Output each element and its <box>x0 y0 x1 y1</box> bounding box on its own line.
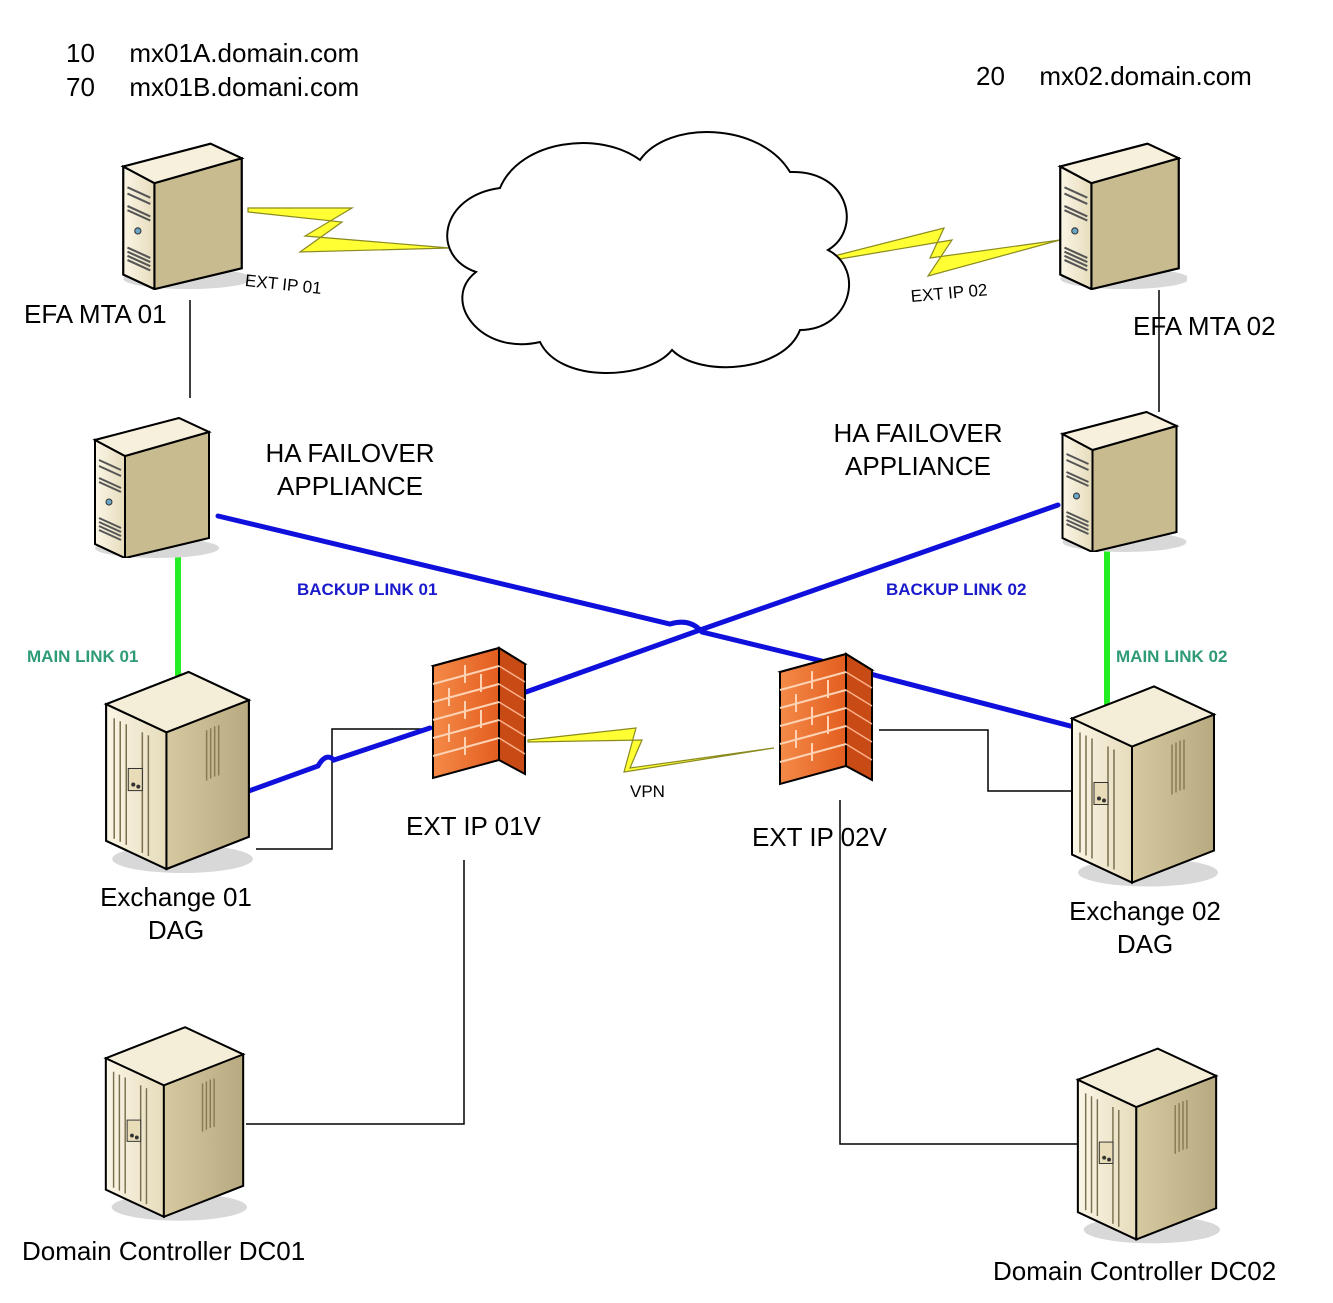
ha-appliance-02-label-line2: APPLIANCE <box>845 451 991 481</box>
backup-link-01-label: BACKUP LINK 01 <box>297 580 438 599</box>
ha-appliance-02-label: HA FAILOVER APPLIANCE <box>818 420 1018 479</box>
backup-link-02-line <box>523 502 1061 695</box>
dc01-label: Domain Controller DC01 <box>22 1236 306 1266</box>
mx-record-right-1: 20 mx02.domain.com <box>976 63 1252 89</box>
dc01-server-icon <box>104 1026 247 1222</box>
lightning-ext-ip-02 <box>833 227 1061 278</box>
exchange-01-server-icon <box>105 670 254 874</box>
fw02-dc02-line <box>839 800 1080 1145</box>
wired-connections <box>189 290 1160 1145</box>
mx-priority: 20 <box>976 61 1005 91</box>
mx-record-left-1: 10 mx01A.domain.com <box>66 40 359 66</box>
mx-priority: 10 <box>66 38 95 68</box>
ha-appliance-01-label-line1: HA FAILOVER <box>265 438 435 468</box>
exchange-01-label-line1: Exchange 01 <box>100 882 252 912</box>
main-link-02-label: MAIN LINK 02 <box>1116 647 1228 666</box>
mx-host: mx01B.domani.com <box>129 72 360 102</box>
ha-appliance-01-server-icon <box>93 416 221 558</box>
fw02-exchange02-line <box>879 729 1078 792</box>
ha-appliance-01-label-line2: APPLIANCE <box>277 471 423 501</box>
efa-mta-01-label: EFA MTA 01 <box>24 299 167 329</box>
backup-link-01-line <box>215 513 1081 731</box>
dc02-server-icon <box>1076 1047 1220 1245</box>
firewall-02-label: EXT IP 02V <box>752 822 887 852</box>
efa-mta-02-label: EFA MTA 02 <box>1133 311 1276 341</box>
vpn-label: VPN <box>630 782 665 801</box>
internet-cloud <box>446 131 851 374</box>
main-links <box>175 548 1110 716</box>
firewall-01-icon <box>431 646 527 780</box>
ha-appliance-01-label: HA FAILOVER APPLIANCE <box>250 440 450 499</box>
mx-host: mx01A.domain.com <box>129 38 360 68</box>
ha-appliance-02-server-icon <box>1061 410 1187 552</box>
mx-host: mx02.domain.com <box>1039 61 1252 91</box>
exchange-02-label-line2: DAG <box>1116 929 1174 959</box>
backup-links <box>215 502 1081 795</box>
dc02-label: Domain Controller DC02 <box>993 1256 1277 1286</box>
lightning-vpn <box>527 727 775 773</box>
efa-mta-01-server-icon <box>122 142 250 290</box>
mx-record-left-2: 70 mx01B.domani.com <box>66 74 359 100</box>
lightning-links <box>247 207 1061 773</box>
exchange-01-label-line2: DAG <box>147 915 205 945</box>
exchange01-fw01-line <box>256 728 431 850</box>
main-link-01-label: MAIN LINK 01 <box>27 647 139 666</box>
backup-link-02-label: BACKUP LINK 02 <box>886 580 1027 599</box>
exchange-02-label: Exchange 02 DAG <box>1055 898 1235 957</box>
firewall-01-label: EXT IP 01V <box>406 811 541 841</box>
exchange-01-label: Exchange 01 DAG <box>86 884 266 943</box>
firewall-02-icon <box>778 652 874 786</box>
exchange-02-label-line1: Exchange 02 <box>1069 896 1221 926</box>
ha-appliance-02-label-line1: HA FAILOVER <box>833 418 1003 448</box>
exchange01-fw01-blue-line <box>243 725 433 795</box>
lightning-ext-ip-01 <box>247 207 451 253</box>
mx-priority: 70 <box>66 72 95 102</box>
fw01-dc01-line <box>246 860 465 1125</box>
efa-mta-02-server-icon <box>1059 142 1187 290</box>
exchange-02-server-icon <box>1070 685 1218 888</box>
